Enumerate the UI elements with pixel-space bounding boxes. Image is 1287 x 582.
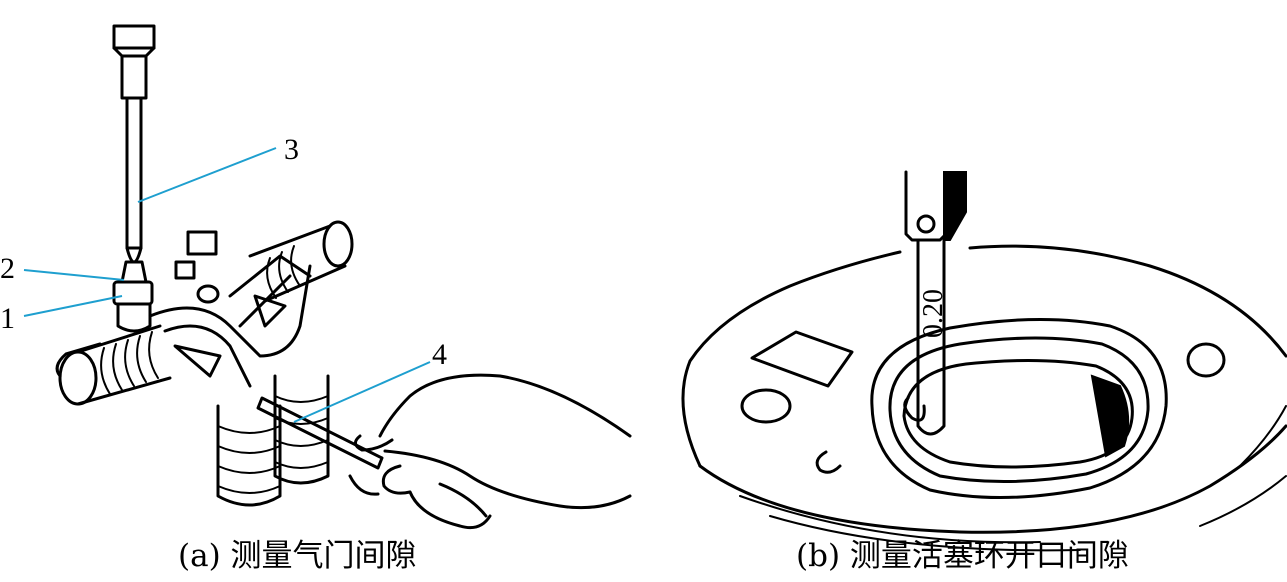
leader-line-3 bbox=[137, 147, 277, 203]
callout-leaders bbox=[23, 147, 431, 423]
valve-springs bbox=[216, 374, 330, 507]
caption-panel-b: (b) 测量活塞环开口间隙 bbox=[796, 538, 1129, 574]
bolt-hole-left bbox=[740, 388, 792, 424]
callout-1: 1 bbox=[0, 302, 15, 335]
feeler-gauge: 0.20 bbox=[904, 170, 967, 436]
caption-panel-a: (a) 测量气门间隙 bbox=[178, 538, 417, 574]
callout-2: 2 bbox=[0, 252, 15, 285]
rectangular-port bbox=[750, 330, 854, 388]
feeler-gauge-blade bbox=[256, 396, 384, 470]
leader-line-2 bbox=[23, 269, 125, 281]
callout-4: 4 bbox=[432, 338, 447, 371]
panel-b-drawing: 0.20 bbox=[681, 170, 1287, 552]
hand bbox=[348, 373, 632, 530]
adjusting-screw-and-locknut bbox=[112, 260, 154, 333]
cylinder-block-outline bbox=[681, 244, 1287, 468]
rocker-arm bbox=[148, 230, 312, 388]
leader-line-1 bbox=[23, 295, 123, 317]
bolt-hole-right bbox=[1186, 342, 1226, 378]
rocker-shaft-right bbox=[248, 220, 354, 303]
rocker-shaft-left bbox=[55, 324, 172, 406]
screwdriver bbox=[112, 24, 156, 264]
callout-3: 3 bbox=[284, 133, 299, 166]
cylinder-bore bbox=[870, 317, 1168, 500]
leader-line-4 bbox=[293, 361, 431, 423]
panel-a-drawing: 1 2 3 4 bbox=[0, 24, 632, 530]
feeler-gauge-thickness-label: 0.20 bbox=[918, 289, 949, 338]
